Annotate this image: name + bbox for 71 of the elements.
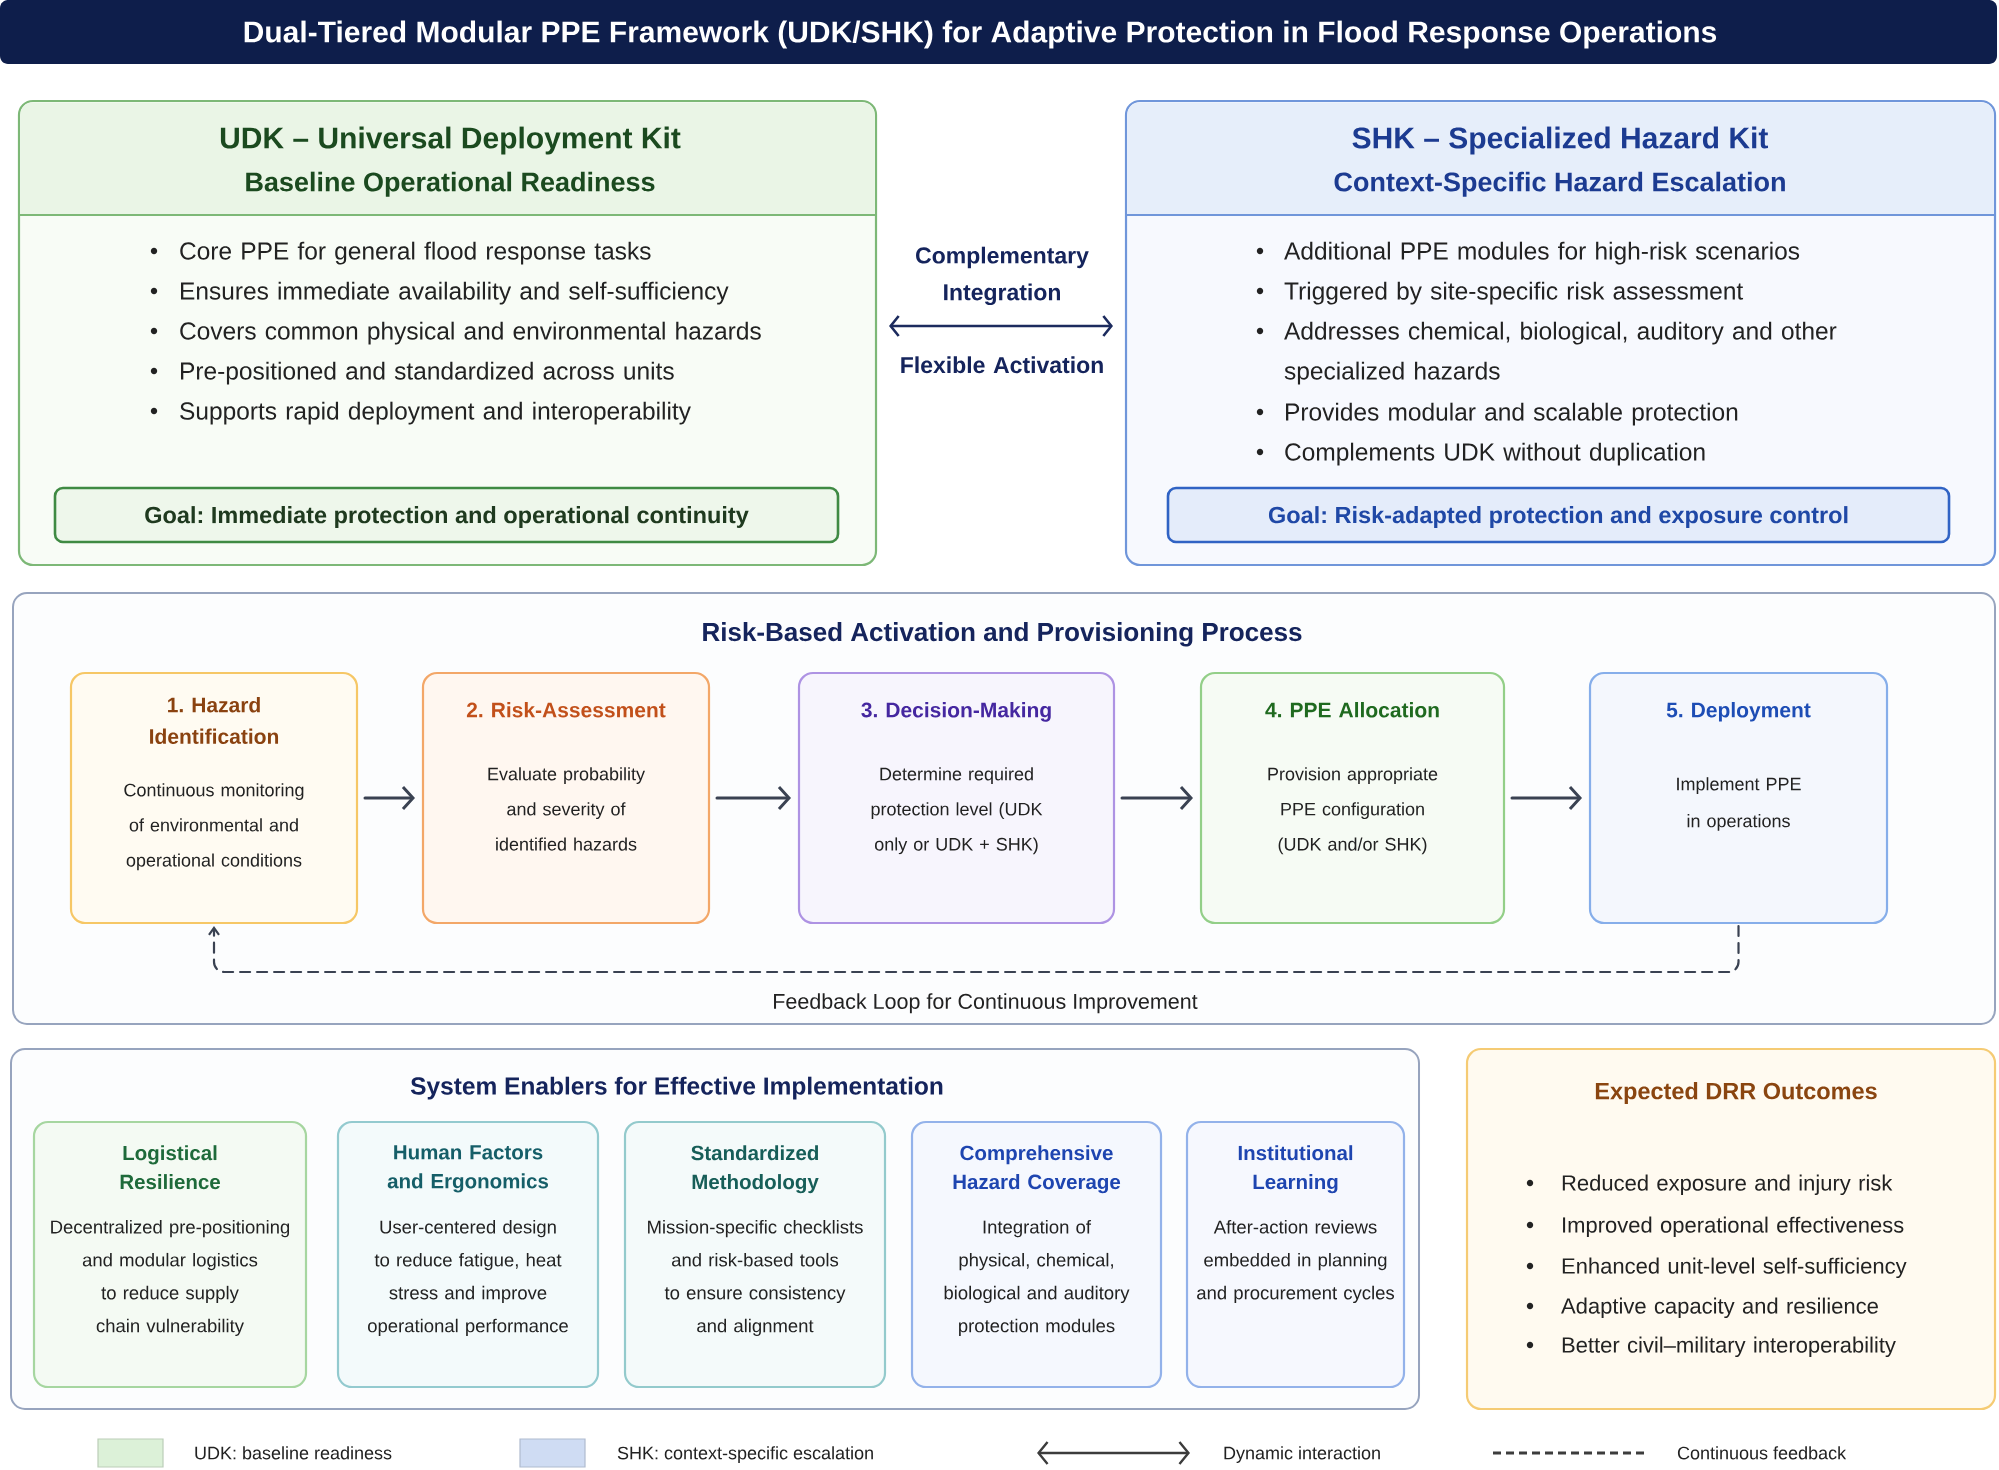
step-title: 2. Risk-Assessment — [466, 702, 666, 718]
enabler-card — [32, 1120, 308, 1389]
step-box — [421, 671, 711, 925]
panel-subheading: Context-Specific Hazard Escalation — [1334, 171, 1785, 197]
bullet-item: Enhanced unit-level self-sufficiency — [1562, 1257, 1907, 1279]
bullet-item: Triggered by site-specific risk assessment — [1284, 281, 1744, 305]
legend-label: UDK: baseline readiness — [195, 1446, 392, 1460]
card-description: After-action reviews embedded in planning and procurement cycles — [1197, 1220, 1395, 1304]
feedback-arrow — [208, 924, 1740, 974]
card-description: User-centered design to reduce fatigue, heat stress and improve operational performance — [368, 1220, 568, 1336]
step-box — [69, 671, 359, 925]
card-title: Institutional Learning — [1238, 1145, 1353, 1194]
step-title: 4. PPE Allocation — [1265, 702, 1439, 718]
step-title: 1. Hazard Identification — [150, 697, 279, 744]
step-description: Provision appropriate PPE configuration (UDK and/or SHK) — [1268, 767, 1438, 855]
card-description: Mission-specific checklists and risk-based tools to ensure consistency and alignment — [648, 1220, 863, 1336]
enabler-card — [910, 1120, 1163, 1389]
step-title: 5. Deployment — [1666, 702, 1811, 722]
panel-heading: Expected DRR Outcomes — [1595, 1082, 1877, 1104]
panel-heading: System Enablers for Effective Implementation — [410, 1076, 943, 1100]
legend-label: Continuous feedback — [1677, 1446, 1847, 1460]
step-box — [1199, 671, 1506, 925]
bullet-item: Addresses chemical, biological, auditory and other specialized hazards — [1284, 321, 1837, 385]
bullet-item: Supports rapid deployment and interoperability — [180, 401, 691, 425]
arrow — [363, 786, 415, 810]
outcomes-panel — [1465, 1047, 1997, 1411]
step-box — [797, 671, 1116, 925]
step-box — [1588, 671, 1889, 925]
bullet-item: Additional PPE modules for high-risk scenarios — [1284, 241, 1800, 265]
kit-panel — [17, 99, 878, 567]
bullet-item: Better civil–military interoperability — [1562, 1336, 1896, 1358]
panel-subheading: Baseline Operational Readiness — [246, 171, 655, 197]
card-description: Decentralized pre-positioning and modular logistics to reduce supply chain vulnerability — [51, 1220, 290, 1336]
edge-label: Feedback Loop for Continuous Improvement — [774, 993, 1198, 1014]
panel-heading: SHK – Specialized Hazard Kit — [1352, 126, 1768, 155]
card-title: Logistical Resilience — [120, 1145, 220, 1190]
bullet-item: Covers common physical and environmental hazards — [180, 321, 761, 345]
card-title: Human Factors and Ergonomics — [387, 1145, 549, 1193]
goal-box: Goal: Risk-adapted protection and exposure control — [1166, 486, 1951, 544]
title-banner: Dual-Tiered Modular PPE Framework (UDK/SHK) for Adaptive Protection in Flood Response Operations — [0, 0, 1997, 64]
enabler-card — [623, 1120, 887, 1389]
step-description: Continuous monitoring of environmental and operational conditions — [124, 783, 304, 871]
bullet-item: Improved operational effectiveness — [1563, 1216, 1904, 1238]
step-description: Evaluate probability and severity of identified hazards — [488, 767, 645, 851]
bullet-item: Adaptive capacity and resilience — [1561, 1297, 1878, 1319]
bullet-item: Pre-positioned and standardized across units — [181, 361, 674, 385]
goal-box: Goal: Immediate protection and operational continuity — [53, 486, 840, 544]
step-description: Determine required protection level (UDK only or UDK + SHK) — [871, 767, 1043, 855]
step-title: 3. Decision-Making — [861, 702, 1051, 722]
bullet-item: Ensures immediate availability and self-sufficiency — [181, 281, 729, 305]
enabler-card — [336, 1120, 600, 1389]
card-title: Standardized Methodology — [691, 1145, 819, 1194]
arrow — [1120, 786, 1193, 810]
bullet-item: Reduced exposure and injury risk — [1562, 1174, 1893, 1196]
bullet-item: Core PPE for general flood response tasks — [180, 241, 651, 265]
legend-label: SHK: context-specific escalation — [617, 1446, 873, 1463]
legend-label: Dynamic interaction — [1224, 1446, 1380, 1463]
edge-label: Complementary Integration — [916, 246, 1089, 305]
arrow — [715, 786, 791, 810]
step-description: Implement PPE in operations — [1677, 777, 1801, 831]
card-title: Comprehensive Hazard Coverage — [953, 1145, 1121, 1194]
panel-heading: Risk-Based Activation and Provisioning Process — [703, 622, 1302, 647]
card-description: Integration of physical, chemical, biological and auditory protection modules — [944, 1220, 1130, 1336]
kit-panel — [1124, 99, 1997, 567]
enabler-card — [1185, 1120, 1406, 1389]
double-arrow — [889, 315, 1113, 337]
panel-heading: UDK – Universal Deployment Kit — [220, 126, 681, 155]
arrow — [1510, 786, 1582, 810]
bullet-item: Provides modular and scalable protection — [1286, 402, 1738, 426]
bullet-item: Complements UDK without duplication — [1285, 442, 1705, 466]
arrow-caption: Flexible Activation — [901, 356, 1103, 374]
